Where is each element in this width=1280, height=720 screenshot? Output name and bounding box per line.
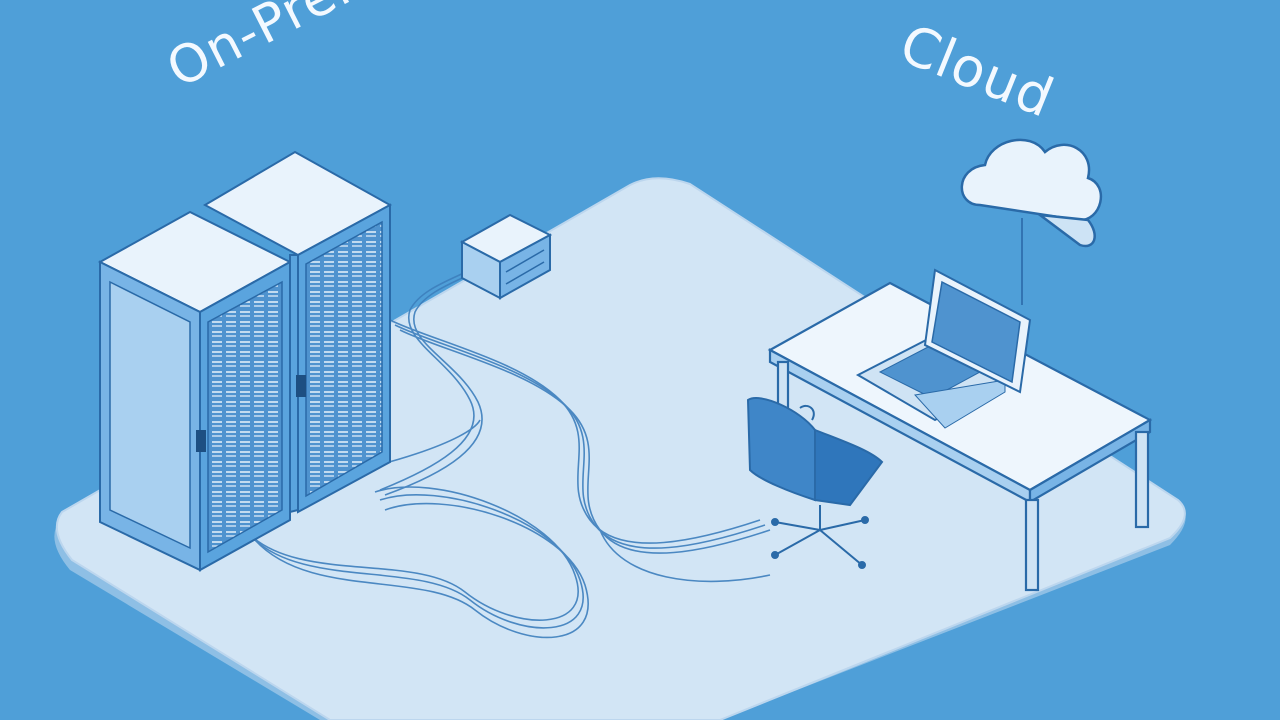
- cloud-icon: [960, 138, 1103, 305]
- network-switch-icon: [459, 213, 553, 300]
- server-rack-icon: [97, 210, 293, 572]
- office-chair-icon: [746, 397, 884, 569]
- laptop-icon: [855, 268, 1032, 429]
- server-rack-icon: [202, 150, 393, 514]
- floor-platform: [54, 177, 1186, 720]
